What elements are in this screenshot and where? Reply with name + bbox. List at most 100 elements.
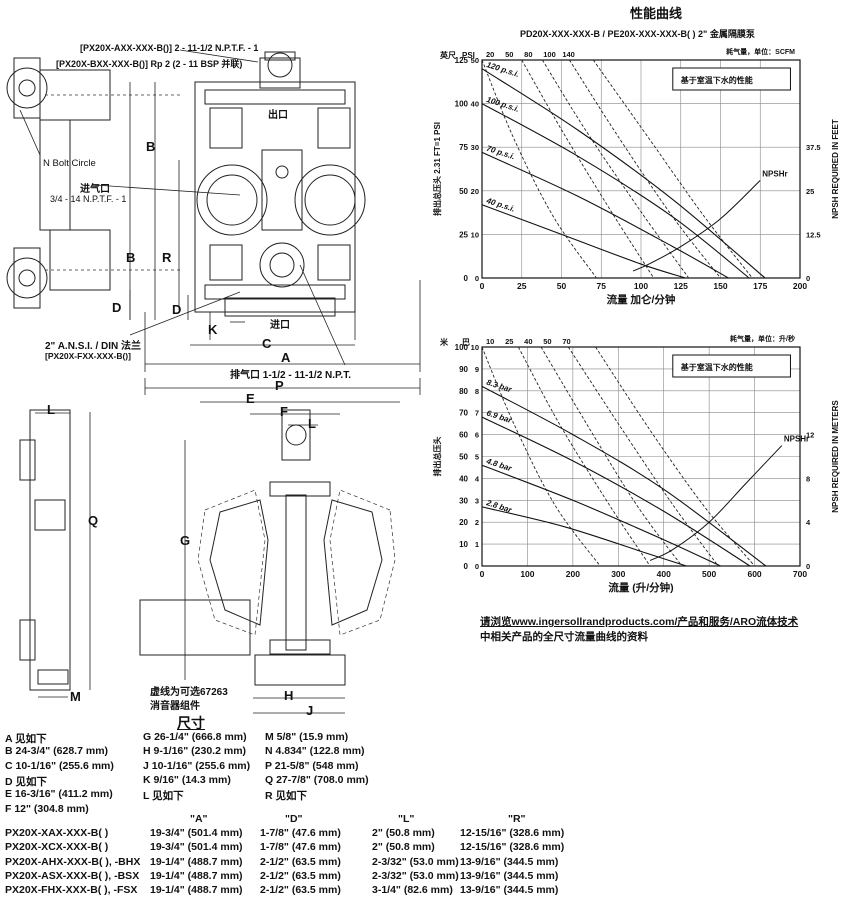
npsh-label: NPSHr — [784, 435, 809, 444]
dimension-entry: J 10-1/16" (255.6 mm) — [143, 759, 251, 772]
chart1-title: PD20X-XXX-XXX-B / PE20X-XXX-XXX-B( ) 2" … — [520, 29, 755, 39]
y-tick-label-pressure: 30 — [471, 143, 479, 152]
pressure-curve — [481, 204, 686, 279]
y-tick-label-pressure: 50 — [471, 56, 479, 65]
y-tick-label: 50 — [459, 187, 468, 196]
dim-letter-k: K — [208, 322, 218, 337]
y-tick-label: 40 — [459, 474, 468, 483]
dim-letter-l-side: L — [47, 402, 55, 417]
dimension-entry: D 见如下 — [5, 775, 47, 788]
leader-air-inlet — [94, 184, 241, 196]
y-tick-label-pressure: 0 — [475, 562, 479, 571]
y-tick-label: 0 — [464, 274, 469, 283]
table-cell: 13-9/16" (344.5 mm) — [460, 869, 559, 882]
dimension-entry: N 4.834" (122.8 mm) — [265, 745, 365, 758]
dim-letter-e: E — [246, 391, 255, 406]
air-curve — [595, 346, 755, 567]
flange-label: 2" A.N.S.I. / DIN 法兰 — [45, 341, 142, 352]
table-cell: 2-1/2" (63.5 mm) — [260, 869, 341, 882]
npsh-label: NPSHr — [762, 169, 787, 178]
table-cell: 12-15/16" (328.6 mm) — [460, 827, 565, 839]
dimension-entry: C 10-1/16" (255.6 mm) — [5, 759, 114, 772]
y-tick-label: 100 — [455, 343, 469, 352]
pressure-curve — [481, 416, 751, 567]
dimension-entry: H 9-1/16" (230.2 mm) — [143, 745, 247, 758]
y-tick-label-pressure: 40 — [471, 100, 479, 109]
air-curve — [567, 346, 719, 567]
air-scale-tick: 50 — [543, 337, 551, 346]
npsh-curve — [649, 445, 783, 561]
dim-letter-l: L — [308, 416, 316, 431]
flange-model: [PX20X-FXX-XXX-B()] — [45, 351, 131, 361]
air-scale-label: 耗气量，单位：升/秒 — [730, 334, 795, 343]
npsh-curve — [632, 179, 761, 272]
table-cell: 19-3/4" (501.4 mm) — [150, 841, 243, 854]
y-tick-label-pressure: 1 — [475, 540, 479, 549]
leader-flange — [129, 291, 241, 336]
dim-letter-c: C — [262, 336, 272, 351]
dimension-entry: B 24-3/4" (628.7 mm) — [5, 745, 109, 758]
top-left-unit-2: 巴 — [462, 338, 470, 347]
x-tick-label: 150 — [713, 281, 727, 291]
pressure-curve — [481, 506, 687, 567]
y-tick-label: 25 — [459, 230, 468, 239]
x-tick-label: 175 — [753, 281, 767, 291]
y2-axis-label: NPSH REQUIRED IN FEET — [831, 119, 840, 219]
pressure-curve-label: 6.9 bar — [485, 408, 513, 425]
inlet-label: 进口 — [270, 320, 290, 331]
y2-tick-label: 25 — [806, 187, 814, 196]
air-curve — [481, 59, 597, 279]
rear-chamber-right — [323, 499, 383, 626]
bolt-circle-label: N Bolt Circle — [43, 158, 96, 169]
x-tick-label: 0 — [480, 569, 485, 579]
legend-box-text: 基于室温下水的性能 — [680, 362, 753, 372]
air-curve — [521, 59, 655, 279]
y-tick-label: 100 — [455, 100, 469, 109]
table-cell: 3-1/4" (82.6 mm) — [372, 884, 453, 897]
y-tick-label: 80 — [459, 387, 468, 396]
table-cell: 2-1/2" (63.5 mm) — [260, 855, 341, 868]
table-cell: 2-1/2" (63.5 mm) — [260, 884, 341, 897]
flange-circle-top — [6, 67, 48, 109]
table-header: "D" — [285, 813, 303, 825]
air-scale-tick: 70 — [562, 337, 570, 346]
air-scale-label: 耗气量，单位：SCFM — [726, 47, 795, 56]
air-inlet-thread: 3/4 - 14 N.P.T.F. - 1 — [50, 194, 127, 204]
footnote-line-2: 中相关产品的全尺寸流量曲线的资料 — [480, 631, 648, 643]
legend-box — [672, 67, 791, 91]
air-scale-tick: 25 — [505, 337, 513, 346]
dim-letter-d: D — [112, 300, 122, 315]
diaphragm-right — [294, 164, 366, 236]
dim-letter-f: F — [280, 404, 288, 419]
air-curve — [542, 59, 690, 279]
dimension-entry: R 见如下 — [265, 790, 307, 803]
air-scale-tick: 40 — [524, 337, 532, 346]
air-scale-tick: 80 — [524, 50, 532, 59]
dimension-entry: P 21-5/8" (548 mm) — [265, 759, 359, 772]
diaphragm-left — [196, 164, 268, 236]
y-tick-label-pressure: 9 — [475, 365, 479, 374]
rear-chamber-left — [209, 499, 269, 626]
x-tick-label: 200 — [566, 569, 580, 579]
dim-letter-b: B — [146, 139, 156, 154]
muffler-note-2: 消音器组件 — [150, 701, 200, 712]
y-tick-label-pressure: 2 — [475, 518, 479, 527]
y-tick-label: 75 — [459, 143, 468, 152]
table-cell: 19-1/4" (488.7 mm) — [150, 855, 243, 868]
y2-tick-label: 0 — [806, 562, 810, 571]
table-cell: PX20X-XCX-XXX-B( ) — [5, 841, 109, 854]
table-header: "L" — [398, 813, 415, 825]
pressure-curve — [481, 68, 766, 279]
y-tick-label-pressure: 8 — [475, 387, 479, 396]
table-cell: 13-9/16" (344.5 mm) — [460, 855, 559, 868]
y-tick-label-pressure: 4 — [475, 474, 480, 483]
y2-tick-label: 8 — [806, 474, 810, 483]
air-scale-tick: 100 — [543, 50, 556, 59]
plot-frame — [481, 59, 801, 279]
air-scale-tick: 140 — [562, 50, 575, 59]
y2-tick-label: 12.5 — [806, 230, 821, 239]
y2-tick-label: 4 — [806, 518, 811, 527]
air-scale-tick: 50 — [505, 50, 513, 59]
side-view-body — [29, 409, 71, 691]
leader-exhaust — [299, 264, 346, 366]
